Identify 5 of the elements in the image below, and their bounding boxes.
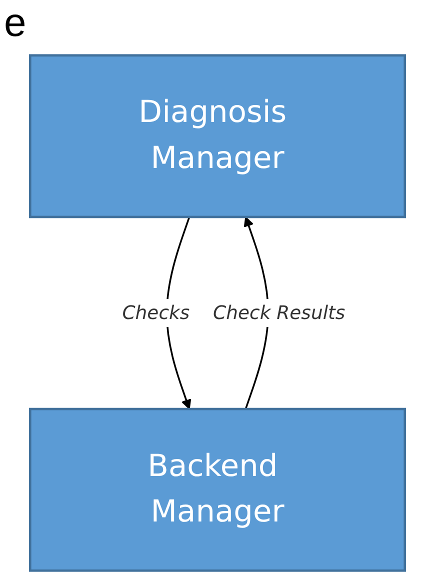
node-box: Backend Manager xyxy=(28,408,406,572)
edge-label: Check Results xyxy=(213,301,346,324)
node-box: Diagnosis Manager xyxy=(28,54,406,218)
title-fragment: e xyxy=(4,0,28,46)
edge-label: Checks xyxy=(122,301,190,324)
